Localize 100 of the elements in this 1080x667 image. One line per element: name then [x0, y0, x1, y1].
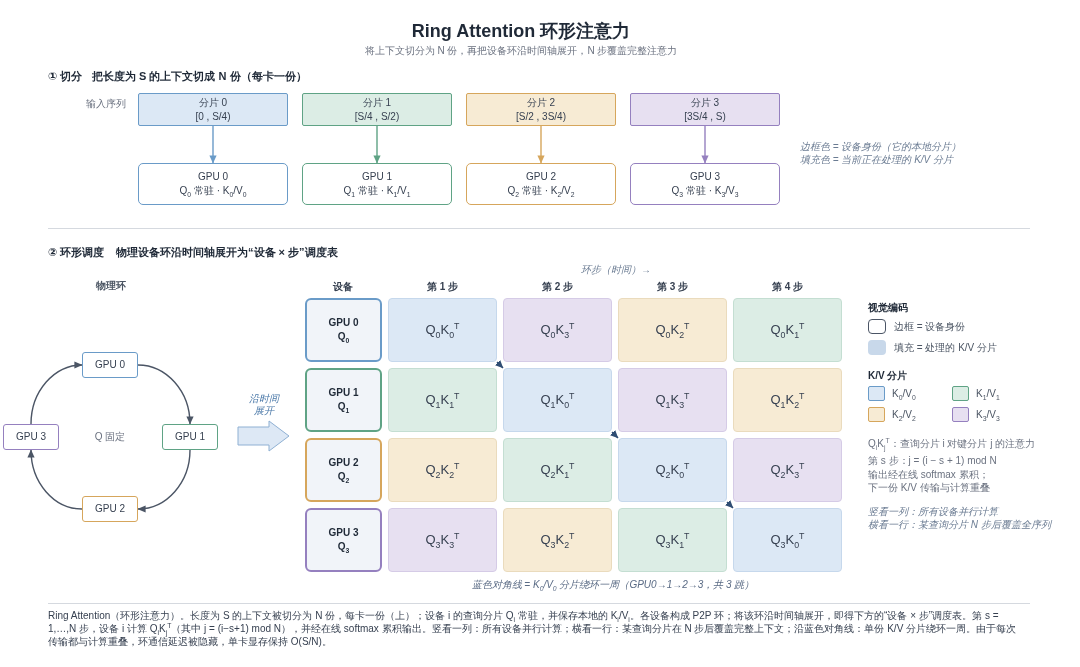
note-text: 横看一行：某查询分片 N 步后覆盖全序列 [868, 518, 1051, 531]
legend-text: K$_{0}$/V$_{0}$ [892, 387, 916, 401]
gpu-name: GPU 0 [95, 359, 125, 371]
note-text: 下一份 K/V 传输与计算重叠 [868, 481, 990, 494]
gpu-name: GPU 0 [198, 171, 228, 183]
gpu-box [302, 163, 452, 205]
legend-text: K$_{2}$/V$_{2}$ [892, 408, 916, 422]
gpu-box [630, 163, 780, 205]
column-header: 第 3 步 [655, 280, 690, 293]
schedule-cell [388, 298, 497, 362]
arrow [137, 449, 191, 512]
note-text: 第 s 步：j = (i − s + 1) mod N [868, 454, 997, 467]
gpu-name: GPU 1 [175, 431, 205, 443]
shard-title: 分片 2 [526, 96, 556, 109]
arrow [137, 364, 194, 425]
center-label: Q 固定 [93, 430, 127, 443]
note-text: 输出经在线 softmax 累积； [868, 468, 989, 481]
arrow [725, 500, 734, 509]
schedule-cell [733, 438, 842, 502]
gpu-name: GPU 3 [690, 171, 720, 183]
ring-node [82, 352, 138, 378]
legend-text: 边框 = 设备身份 [894, 320, 966, 334]
query-label: Q$_{1}$ [337, 401, 350, 413]
column-header: 第 4 步 [770, 280, 805, 293]
gpu-name: GPU 2 [95, 503, 125, 515]
schedule-cell [503, 298, 612, 362]
device-name: GPU 3 [328, 527, 359, 539]
shard-title: 分片 3 [690, 96, 720, 109]
arrow [537, 125, 545, 164]
query-label: Q$_{3}$ [337, 541, 350, 553]
note-text: 竖看一列：所有设备并行计算 [868, 505, 998, 518]
schedule-cell [388, 508, 497, 572]
gpu-name: GPU 2 [526, 171, 556, 183]
gpu-detail: Q$_{2}$ 常驻 · K$_{2}$/V$_{2}$ [507, 185, 575, 197]
gpu-detail: Q$_{0}$ 常驻 · K$_{0}$/V$_{0}$ [179, 185, 247, 197]
schedule-cell [733, 298, 842, 362]
row-label: 输入序列 [86, 97, 126, 110]
shard-box [302, 93, 452, 126]
arrow [495, 360, 504, 369]
shard-box [630, 93, 780, 126]
legend-heading: 视觉编码 [868, 301, 908, 314]
legend-heading: K/V 分片 [868, 369, 908, 382]
title: Ring Attention 环形注意力 [410, 20, 632, 42]
shard-box [466, 93, 616, 126]
column-header: 第 1 步 [425, 280, 460, 293]
gpu-box [138, 163, 288, 205]
query-label: Q$_{0}$ [337, 331, 350, 343]
shard-range: [0 , S/4) [195, 110, 231, 123]
shard-range: [3S/4 , S) [684, 110, 726, 123]
arrow [27, 449, 83, 510]
query-label: Q$_{2}$ [337, 471, 350, 483]
ring-node [82, 496, 138, 522]
axis-label: 环步（时间）→ [580, 263, 652, 276]
legend-text: K$_{1}$/V$_{1}$ [976, 387, 1000, 401]
legend-text: K$_{3}$/V$_{3}$ [976, 408, 1000, 422]
schedule-cell [618, 368, 727, 432]
note-text: Q$_{i}$K$_{j}$$^{T}$：查询分片 i 对键分片 j 的注意力 [868, 437, 1036, 450]
schedule-cell [503, 368, 612, 432]
subtitle: 将上下文切分为 N 份，再把设备环沿时间轴展开，N 步覆盖完整注意力 [363, 44, 679, 57]
arrow [209, 125, 217, 164]
schedule-cell [503, 438, 612, 502]
block-arrow [237, 420, 290, 452]
shard-title: 分片 1 [362, 96, 392, 109]
schedule-cell [733, 508, 842, 572]
schedule-cell [618, 438, 727, 502]
arrow [30, 362, 83, 425]
gpu-detail: Q$_{1}$ 常驻 · K$_{1}$/V$_{1}$ [343, 185, 411, 197]
gpu-name: GPU 1 [362, 171, 392, 183]
ring-node [3, 424, 59, 450]
schedule-cell [503, 508, 612, 572]
gpu-name: GPU 3 [16, 431, 46, 443]
gpu-detail: Q$_{3}$ 常驻 · K$_{3}$/V$_{3}$ [671, 185, 739, 197]
section-heading: 物理设备环沿时间轴展开为“设备 × 步”调度表 [116, 246, 338, 259]
note-text: 填充色 = 当前正在处理的 K/V 分片 [800, 153, 954, 166]
device-cell [305, 508, 382, 572]
device-cell [305, 298, 382, 362]
device-cell [305, 368, 382, 432]
edge-label: 沿时间展开 [247, 393, 280, 417]
legend-text: 填充 = 处理的 K/V 分片 [894, 341, 998, 355]
device-name: GPU 1 [328, 387, 359, 399]
note-text: 蓝色对角线 = K$_{0}$/V$_{0}$ 分片绕环一周（GPU0→1→2→3，共 3 跳） [470, 578, 756, 591]
schedule-cell [388, 368, 497, 432]
ring-node [162, 424, 218, 450]
group-label: 物理环 [96, 279, 126, 292]
arrow [701, 125, 709, 164]
shard-box [138, 93, 288, 126]
gpu-box [466, 163, 616, 205]
section-heading: 把长度为 S 的上下文切成 N 份（每卡一份） [92, 70, 307, 83]
schedule-cell [618, 298, 727, 362]
arrow [373, 125, 381, 164]
shard-range: [S/2 , 3S/4) [516, 110, 566, 123]
arrow [610, 430, 619, 439]
device-name: GPU 0 [328, 317, 359, 329]
column-header: 第 2 步 [540, 280, 575, 293]
note-text: 边框色 = 设备身份（它的本地分片） [800, 140, 962, 153]
shard-range: [S/4 , S/2) [354, 110, 400, 123]
device-name: GPU 2 [328, 457, 359, 469]
section-number: ② 环形调度 [48, 246, 105, 259]
schedule-cell [618, 508, 727, 572]
device-cell [305, 438, 382, 502]
